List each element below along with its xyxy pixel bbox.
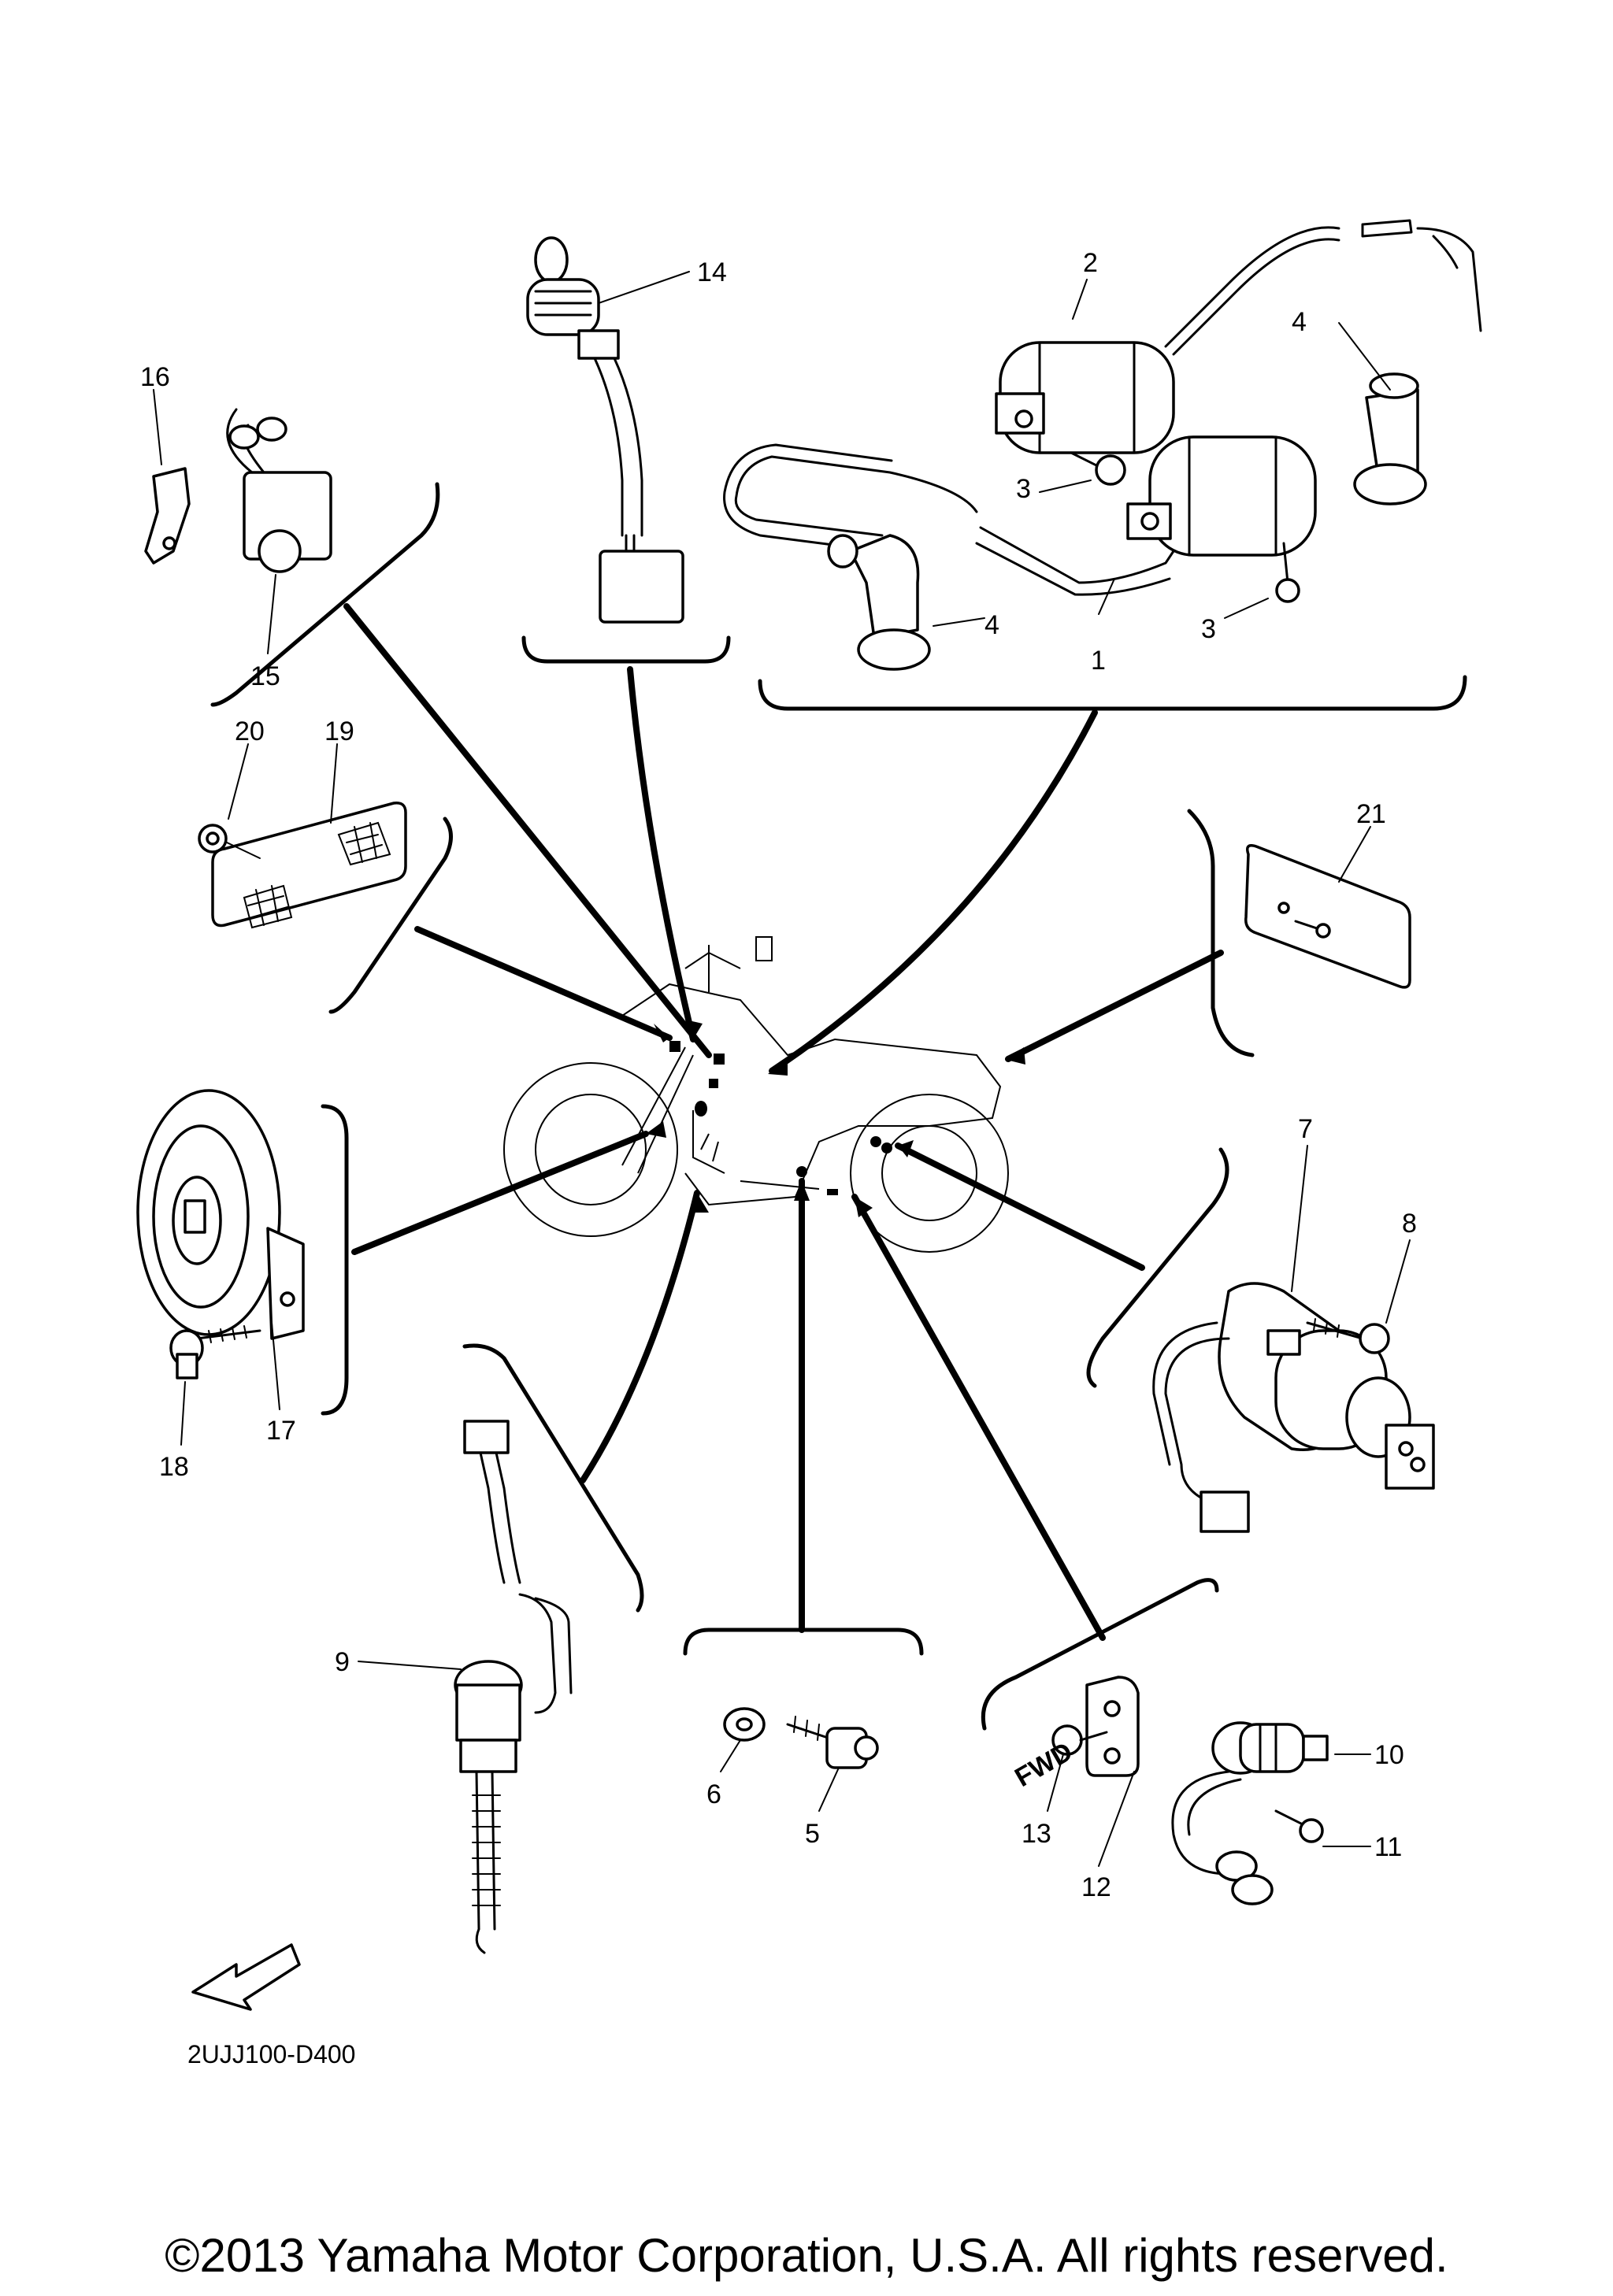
group-brackets bbox=[210, 482, 1467, 1731]
starter-relay-7 bbox=[1152, 1282, 1435, 1533]
horn-17 bbox=[136, 1089, 305, 1340]
spark-plug-cap-left bbox=[827, 534, 931, 671]
switch-5 bbox=[786, 1716, 879, 1769]
motorcycle-outline bbox=[503, 936, 1009, 1253]
neutral-switch-14 bbox=[526, 236, 684, 624]
callout-17: 17 bbox=[266, 1416, 296, 1446]
callout-3a: 3 bbox=[1016, 474, 1031, 504]
reflector-19 bbox=[211, 802, 407, 929]
callout-18: 18 bbox=[159, 1452, 189, 1482]
callout-10: 10 bbox=[1374, 1740, 1404, 1770]
callout-8: 8 bbox=[1402, 1209, 1417, 1239]
callout-lines bbox=[153, 271, 1411, 1867]
callout-12: 12 bbox=[1081, 1872, 1111, 1902]
callout-9: 9 bbox=[335, 1647, 350, 1677]
relay-15 bbox=[226, 408, 332, 573]
callout-2: 2 bbox=[1083, 248, 1098, 278]
callout-21: 21 bbox=[1356, 799, 1386, 829]
ignition-coil-2 bbox=[995, 219, 1482, 454]
bolt-8 bbox=[1306, 1318, 1390, 1354]
callout-15: 15 bbox=[250, 661, 280, 691]
callout-4a: 4 bbox=[984, 610, 999, 640]
fwd-arrow-icon: FWD bbox=[191, 1736, 1077, 2011]
callout-14: 14 bbox=[697, 257, 727, 287]
callout-19: 19 bbox=[324, 717, 354, 746]
diagram-code: 2UJJ100-D400 bbox=[187, 2040, 355, 2068]
washer-6 bbox=[723, 1707, 766, 1742]
fwd-label: FWD bbox=[1010, 1736, 1077, 1793]
screw-3a bbox=[1070, 451, 1126, 486]
callout-3b: 3 bbox=[1201, 614, 1216, 644]
callout-labels: 1 2 3 3 4 4 5 6 7 8 9 10 11 12 13 14 15 … bbox=[140, 248, 1417, 1902]
screw-11 bbox=[1274, 1809, 1324, 1843]
callout-13: 13 bbox=[1022, 1819, 1051, 1849]
screw-3b bbox=[1275, 542, 1300, 603]
callout-6: 6 bbox=[706, 1779, 721, 1809]
rear-reflector-21 bbox=[1244, 844, 1411, 989]
bracket-16 bbox=[144, 467, 191, 565]
bracket-12 bbox=[1085, 1676, 1140, 1777]
spark-plug-cap-right bbox=[1353, 372, 1427, 505]
bolt-13 bbox=[1051, 1724, 1108, 1756]
callout-20: 20 bbox=[235, 717, 265, 746]
callout-16: 16 bbox=[140, 362, 170, 392]
ignition-coil-1 bbox=[723, 435, 1317, 596]
leader-lines bbox=[343, 603, 1224, 1641]
callout-1: 1 bbox=[1091, 646, 1106, 676]
callout-7: 7 bbox=[1298, 1114, 1313, 1144]
callout-5: 5 bbox=[805, 1819, 820, 1849]
bolt-18 bbox=[169, 1325, 261, 1379]
copyright-notice: ©2013 Yamaha Motor Corporation, U.S.A. A… bbox=[165, 2229, 1448, 2282]
callout-11: 11 bbox=[1374, 1832, 1402, 1862]
nut-20 bbox=[198, 824, 261, 859]
callout-4b: 4 bbox=[1292, 307, 1307, 337]
switch-10 bbox=[1171, 1721, 1329, 1905]
sensor-9 bbox=[454, 1420, 573, 1954]
